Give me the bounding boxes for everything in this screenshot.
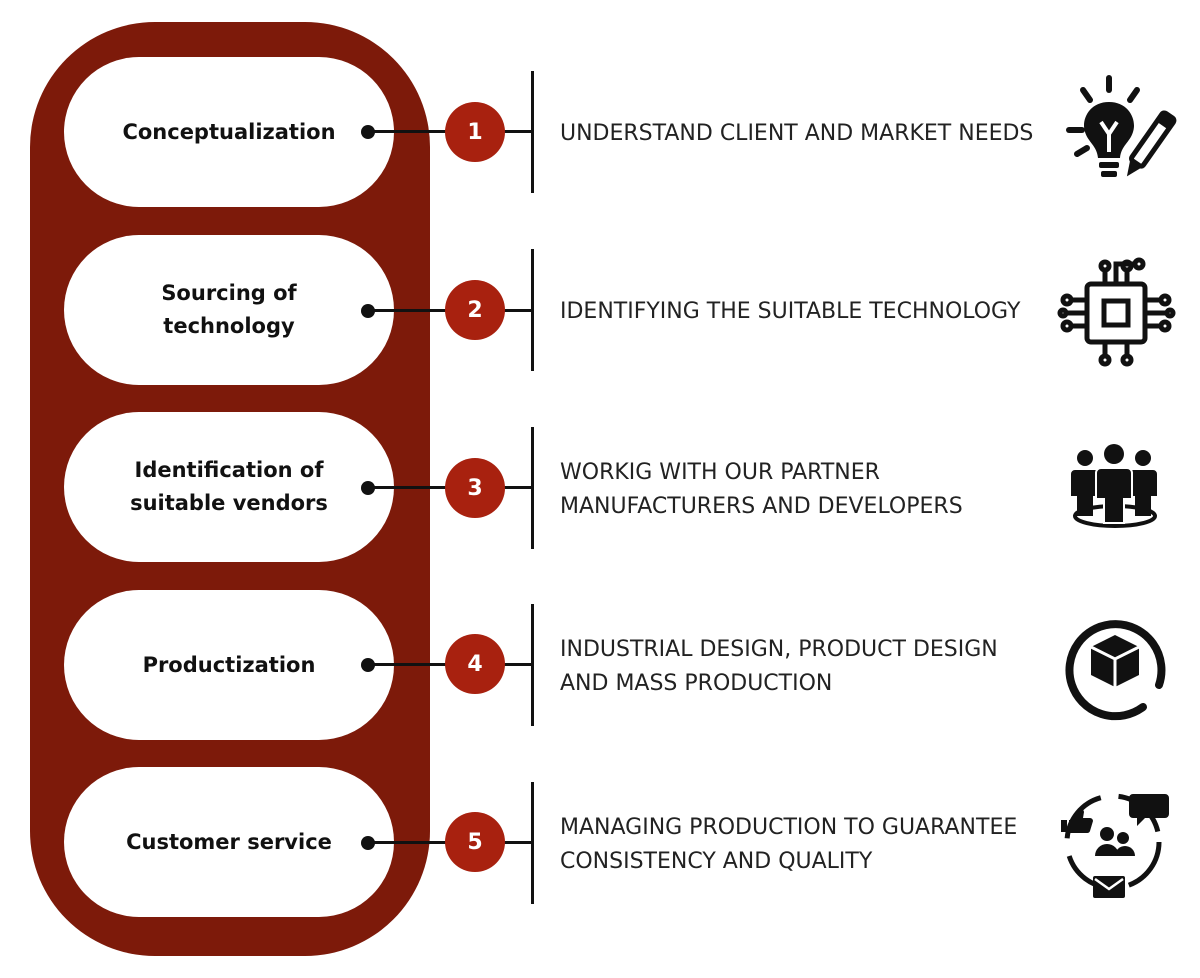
stage-pill-conceptualization: Conceptualization [64, 57, 394, 207]
connector-dot [361, 481, 375, 495]
connector-dot [361, 836, 375, 850]
connector-dot [361, 304, 375, 318]
stage-label: Sourcing of technology [161, 281, 297, 338]
stage-pill-vendors: Identification of suitable vendors [64, 412, 394, 562]
step-number-2: 2 [445, 280, 505, 340]
stage-pill-productization: Productization [64, 590, 394, 740]
team-people-icon [1071, 444, 1157, 528]
stage-pill-customer-service: Customer service [64, 767, 394, 917]
step-description: INDUSTRIAL DESIGN, PRODUCT DESIGN AND MA… [560, 637, 998, 696]
customer-support-icon [1061, 793, 1169, 898]
stage-label: Identification of suitable vendors [130, 458, 328, 515]
stage-label: Customer service [126, 829, 332, 854]
stage-label: Productization [142, 652, 316, 677]
step-description: IDENTIFYING THE SUITABLE TECHNOLOGY [560, 299, 1021, 324]
stage-pill-sourcing: Sourcing of technology [64, 235, 394, 385]
divider-line [531, 249, 534, 371]
divider-line [531, 782, 534, 904]
product-box-icon [1065, 620, 1166, 721]
circuit-chip-icon [1057, 257, 1176, 367]
step-number-4: 4 [445, 634, 505, 694]
step-description: WORKIG WITH OUR PARTNER MANUFACTURERS AN… [560, 460, 963, 519]
divider-line [531, 604, 534, 726]
step-number-5: 5 [445, 812, 505, 872]
connector-dot [361, 658, 375, 672]
step-number-3: 3 [445, 458, 505, 518]
divider-line [531, 427, 534, 549]
step-number-1: 1 [445, 102, 505, 162]
connector-dot [361, 125, 375, 139]
stage-label: Conceptualization [122, 119, 336, 144]
step-description: UNDERSTAND CLIENT AND MARKET NEEDS [560, 121, 1034, 146]
lightbulb-pencil-icon [1066, 75, 1177, 177]
divider-line [531, 71, 534, 193]
step-description: MANAGING PRODUCTION TO GUARANTEE CONSIST… [560, 815, 1018, 874]
